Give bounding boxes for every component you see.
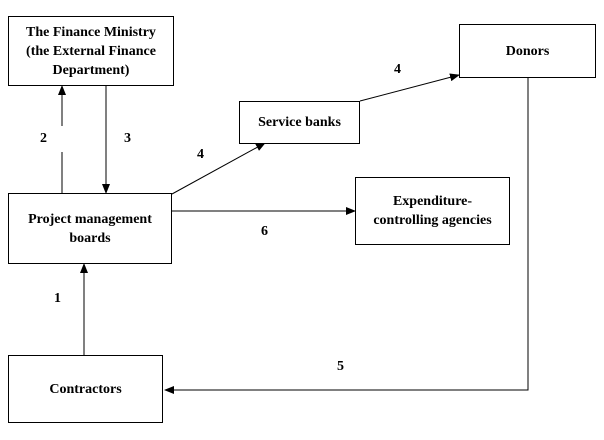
expenditure-line2: controlling agencies bbox=[373, 213, 492, 228]
edge-4b-arrow bbox=[359, 73, 460, 102]
project-management-boards-box: Project management boards bbox=[8, 193, 172, 264]
edge-6-label: 6 bbox=[261, 224, 268, 239]
expenditure-agencies-box: Expenditure- controlling agencies bbox=[355, 177, 510, 245]
edge-4a-label: 4 bbox=[197, 147, 204, 162]
pmb-line2: boards bbox=[69, 230, 111, 246]
edge-2-label: 2 bbox=[40, 131, 47, 146]
pmb-line1: Project management bbox=[28, 211, 152, 227]
donors-label: Donors bbox=[505, 43, 550, 59]
finance-ministry-line3: Department) bbox=[52, 62, 130, 78]
service-banks-label: Service banks bbox=[258, 115, 341, 130]
edge-4b-label: 4 bbox=[394, 62, 401, 77]
donors-box: Donors bbox=[459, 24, 596, 78]
edge-1-label: 1 bbox=[54, 291, 61, 306]
finance-ministry-line1: The Finance Ministry bbox=[26, 24, 156, 40]
contractors-label: Contractors bbox=[49, 381, 122, 397]
finance-ministry-box: The Finance Ministry (the External Finan… bbox=[8, 16, 174, 86]
contractors-box: Contractors bbox=[8, 355, 163, 423]
service-banks-box: Service banks bbox=[239, 101, 360, 144]
edge-3-label: 3 bbox=[124, 131, 131, 146]
edge-5-label: 5 bbox=[337, 359, 344, 374]
edge-4a-arrow bbox=[171, 142, 266, 195]
expenditure-line1: Expenditure- bbox=[392, 194, 473, 209]
edge-5-arrow bbox=[164, 78, 529, 394]
finance-ministry-line2: (the External Finance bbox=[26, 43, 156, 59]
